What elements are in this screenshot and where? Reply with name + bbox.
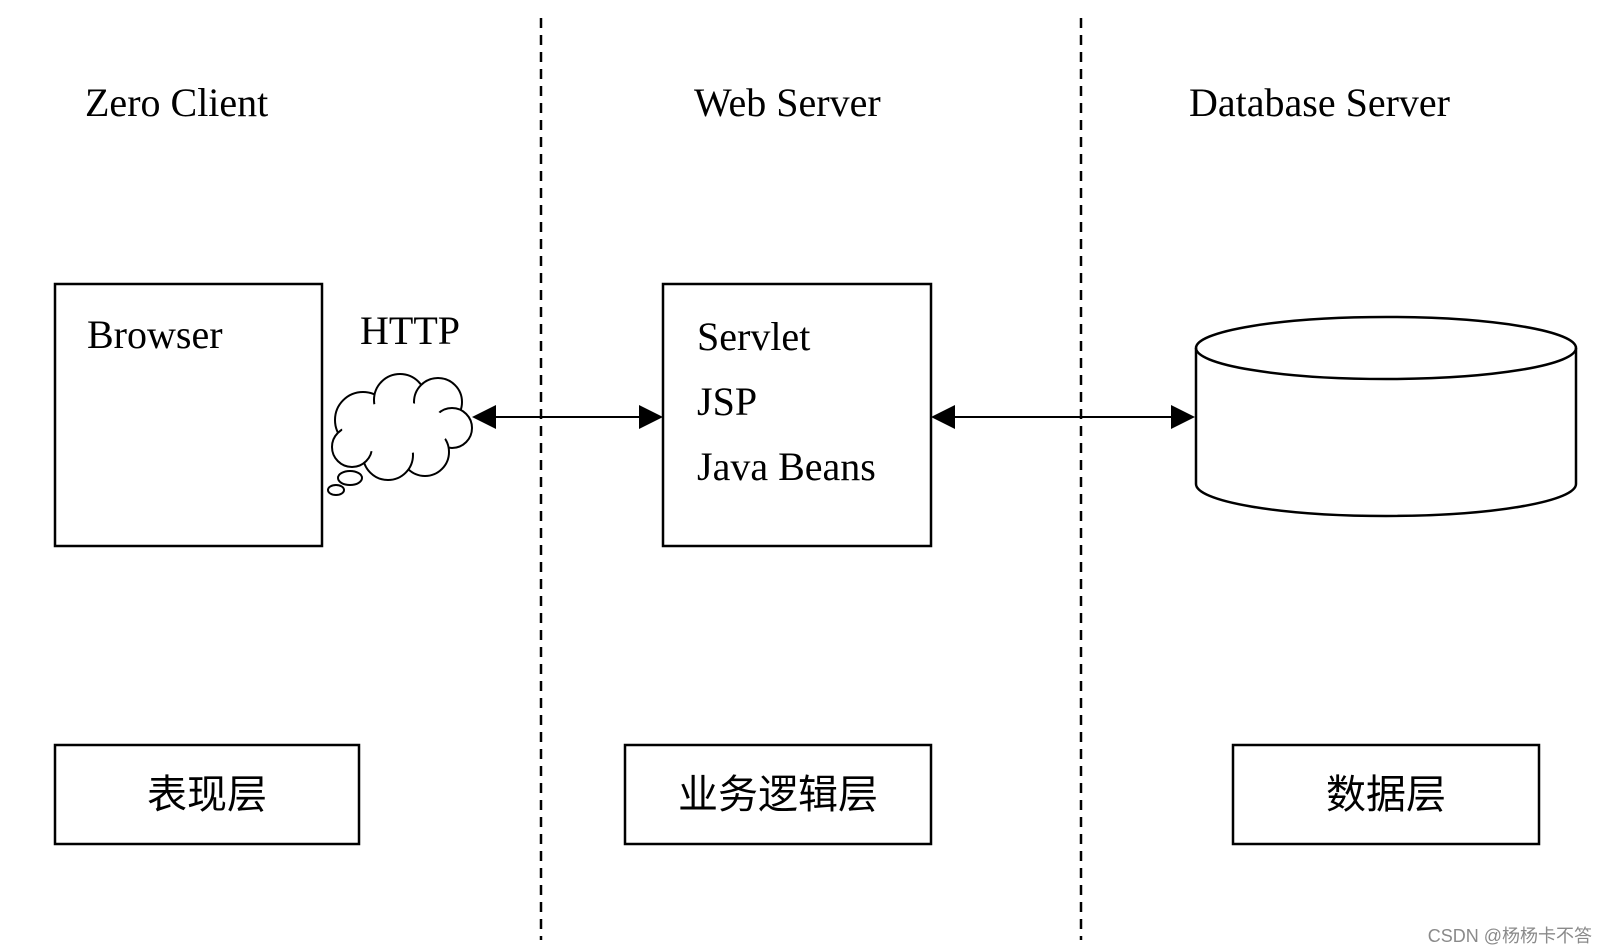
component-java-beans: Java Beans — [697, 444, 876, 489]
business-layer-label: 业务逻辑层 — [678, 772, 878, 818]
database-cylinder-icon — [1194, 315, 1578, 518]
component-jsp: JSP — [697, 379, 757, 424]
tier-title-client: Zero Client — [85, 80, 268, 125]
business-layer-box — [623, 743, 933, 846]
cloud-icon — [327, 373, 473, 496]
browser-box — [53, 282, 324, 548]
presentation-layer-label: 表现层 — [147, 772, 267, 818]
presentation-layer-box — [53, 743, 361, 846]
browser-label: Browser — [87, 312, 223, 357]
component-servlet: Servlet — [697, 314, 810, 359]
watermark-text: CSDN @杨杨卡不答 — [1428, 926, 1592, 946]
tier-title-database: Database Server — [1189, 80, 1450, 125]
http-label: HTTP — [360, 308, 460, 353]
data-layer-label: 数据层 — [1326, 772, 1446, 818]
tier-title-web: Web Server — [694, 80, 881, 125]
data-layer-box — [1231, 743, 1541, 846]
